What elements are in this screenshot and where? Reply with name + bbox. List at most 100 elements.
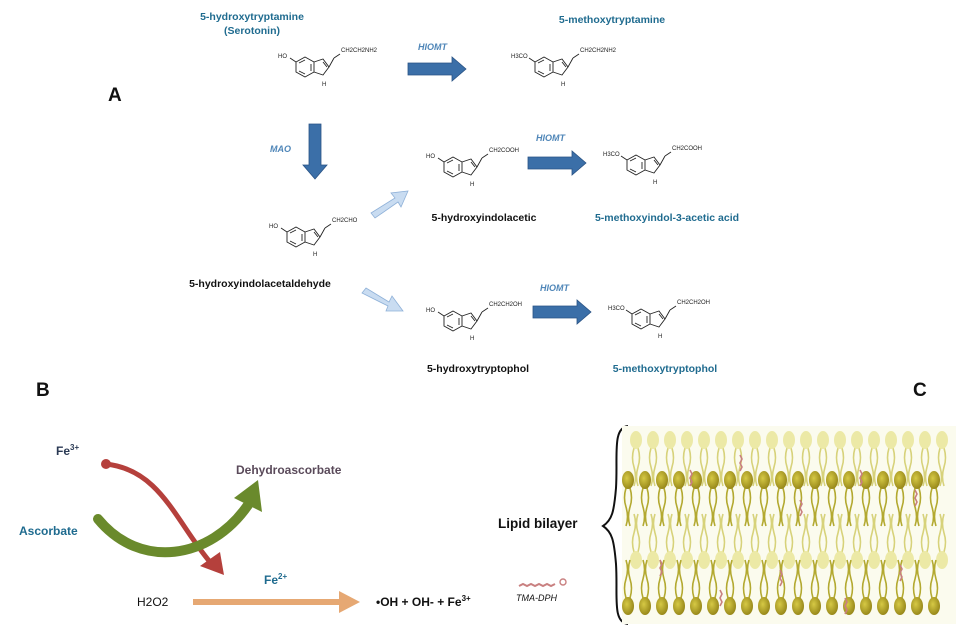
lipid-molecule xyxy=(809,471,821,527)
lipid-molecule xyxy=(715,431,727,487)
h2o2-label: H2O2 xyxy=(137,595,169,609)
lipid-molecule xyxy=(817,431,829,487)
lipid-molecule xyxy=(741,471,753,527)
probe-in-membrane xyxy=(739,454,743,472)
serotonin-label-line1: 5-hydroxytryptamine xyxy=(200,11,304,23)
arrow-to-hydroxyindolacetic xyxy=(370,190,409,219)
lipid-molecule xyxy=(775,559,787,615)
arrow-hiomt-1 xyxy=(407,56,467,82)
lipid-molecule xyxy=(690,559,702,615)
lipid-molecule xyxy=(783,431,795,487)
lipid-molecule xyxy=(741,559,753,615)
lipid-molecule xyxy=(826,559,838,615)
lipid-molecule xyxy=(630,431,642,487)
lipid-molecule xyxy=(707,471,719,527)
tma-dph-molecule xyxy=(518,578,567,588)
lipid-bilayer-label: Lipid bilayer xyxy=(498,516,578,531)
lipid-molecule xyxy=(715,513,727,569)
lipid-molecule xyxy=(894,471,906,527)
lipid-molecule xyxy=(834,513,846,569)
lipid-molecule xyxy=(775,471,787,527)
enzyme-label-hiomt-2: HIOMT xyxy=(536,133,566,143)
probe-in-membrane xyxy=(659,559,663,577)
lipid-molecule xyxy=(690,471,702,527)
lipid-molecule xyxy=(724,559,736,615)
lipid-molecule xyxy=(885,513,897,569)
enzyme-label-hiomt-1: HIOMT xyxy=(418,42,448,52)
panel-label-a: A xyxy=(108,85,122,106)
methoxyindolaceticacid-structure: H3CO CH2COOH H xyxy=(603,146,702,186)
svg-text:H: H xyxy=(653,180,657,186)
probe-in-membrane xyxy=(914,489,918,507)
arrow-mao xyxy=(302,123,328,180)
svg-text:H: H xyxy=(322,82,326,88)
probe-in-membrane xyxy=(719,589,723,607)
lipid-molecule xyxy=(809,559,821,615)
svg-text:HO: HO xyxy=(278,54,287,60)
methoxytryptophol-structure: H3CO CH2CH2OH H xyxy=(608,300,710,340)
probe-in-membrane xyxy=(689,469,693,487)
lipid-molecule xyxy=(800,431,812,487)
lipid-molecule xyxy=(698,513,710,569)
methoxyindolaceticacid-label: 5-methoxyindol-3-acetic acid xyxy=(595,212,739,224)
lipid-molecule xyxy=(749,513,761,569)
lipid-molecule xyxy=(902,431,914,487)
hydroxytryptophol-label: 5-hydroxytryptophol xyxy=(427,363,529,375)
lipid-molecule xyxy=(758,471,770,527)
lipid-molecule xyxy=(851,513,863,569)
lipid-molecule xyxy=(647,431,659,487)
lipid-molecule xyxy=(639,559,651,615)
svg-text:H: H xyxy=(470,336,474,342)
lipid-molecule xyxy=(664,431,676,487)
lipid-molecule xyxy=(758,559,770,615)
svg-text:HO: HO xyxy=(426,308,435,314)
lipid-molecule xyxy=(622,471,634,527)
svg-text:HO: HO xyxy=(426,154,435,160)
svg-text:CH2COOH: CH2COOH xyxy=(672,146,702,152)
lipid-molecule xyxy=(749,431,761,487)
lipid-molecule xyxy=(877,559,889,615)
lipid-molecule xyxy=(622,559,634,615)
dehydroascorbate-label: Dehydroascorbate xyxy=(236,463,342,477)
lipid-molecule xyxy=(911,471,923,527)
lipid-molecule xyxy=(766,431,778,487)
lipid-molecule xyxy=(834,431,846,487)
lipid-molecule xyxy=(656,471,668,527)
red-arrowhead xyxy=(200,552,224,575)
lipid-molecule xyxy=(630,513,642,569)
lipid-molecule xyxy=(783,513,795,569)
green-curve-arrow xyxy=(93,500,253,558)
lipid-molecule xyxy=(732,513,744,569)
lipid-molecule xyxy=(919,431,931,487)
lipid-molecule xyxy=(860,471,872,527)
hydroxytryptophol-structure: HO CH2CH2OH H xyxy=(426,302,522,342)
lipid-molecule xyxy=(928,559,940,615)
lipid-molecule xyxy=(843,471,855,527)
probe-in-membrane xyxy=(899,564,903,582)
lipid-molecule xyxy=(724,471,736,527)
enzyme-label-mao: MAO xyxy=(270,144,291,154)
svg-text:H3CO: H3CO xyxy=(603,152,620,158)
svg-text:CH2CH2OH: CH2CH2OH xyxy=(489,302,522,308)
enzyme-label-hiomt-3: HIOMT xyxy=(540,283,570,293)
lipid-bilayer-illustration xyxy=(622,431,948,615)
svg-text:HO: HO xyxy=(269,224,278,230)
lipid-molecule xyxy=(681,513,693,569)
probe-in-membrane xyxy=(859,469,863,487)
lipid-molecule xyxy=(707,559,719,615)
probe-in-membrane xyxy=(844,597,848,615)
lipid-molecule xyxy=(911,559,923,615)
svg-text:H3CO: H3CO xyxy=(511,54,528,60)
lipid-molecule xyxy=(766,513,778,569)
hydroxyindolacetic-label: 5-hydroxyindolacetic xyxy=(431,212,536,224)
lipid-molecule xyxy=(928,471,940,527)
fe2-label: Fe2+ xyxy=(264,572,287,587)
hydroxyindolacetic-structure: HO CH2COOH H xyxy=(426,148,519,188)
hydroxyindolacetaldehyde-label: 5-hydroxyindolacetaldehyde xyxy=(189,278,331,290)
lipid-molecule xyxy=(868,431,880,487)
serotonin-structure: HO CH2CH2NH2 H xyxy=(278,48,378,88)
orange-arrow-shaft xyxy=(193,599,341,605)
orange-arrowhead xyxy=(339,591,360,613)
green-arrowhead xyxy=(234,480,262,512)
